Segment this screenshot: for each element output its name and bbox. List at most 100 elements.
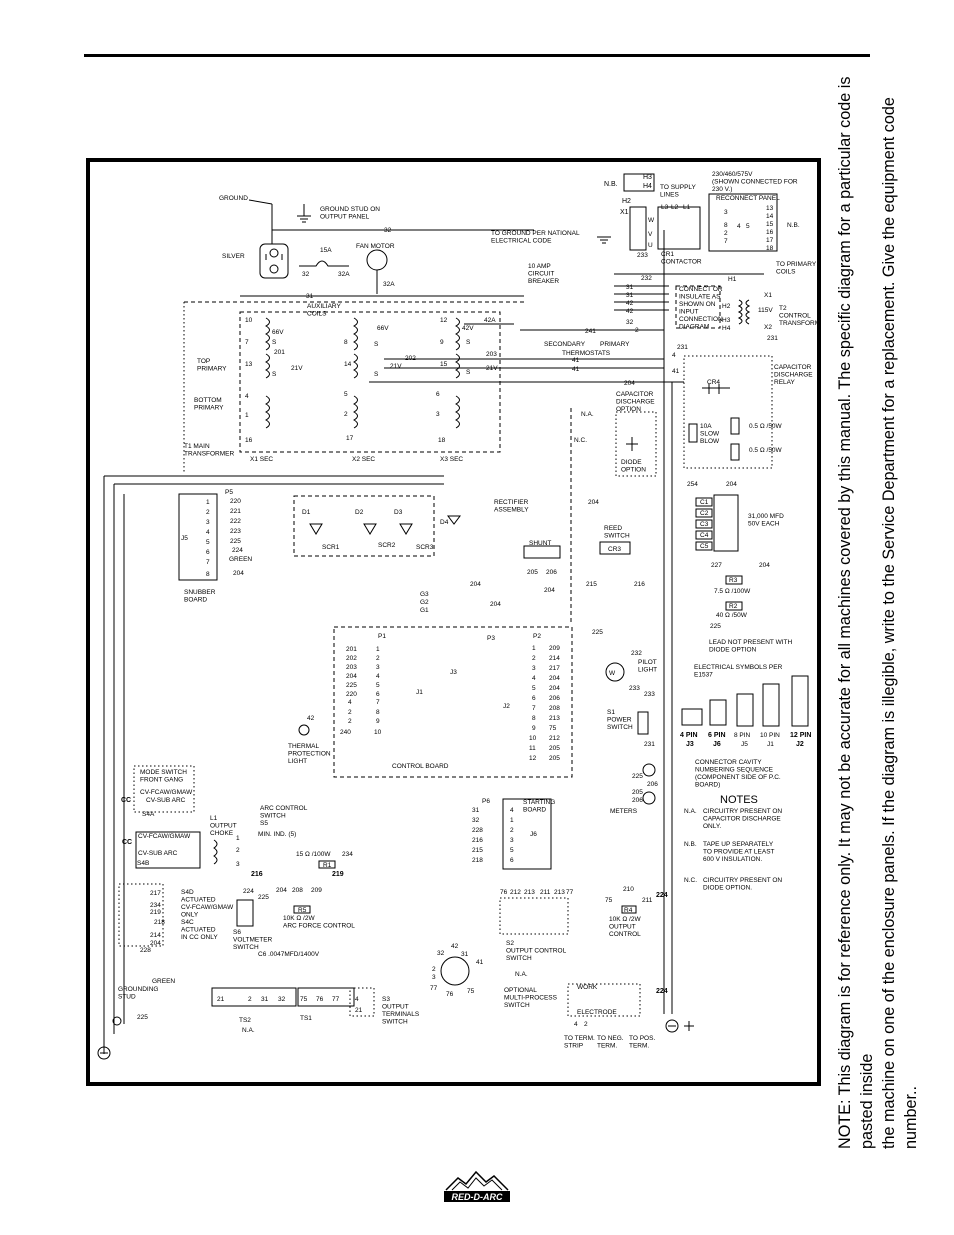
svg-text:SCR3: SCR3 [416, 544, 434, 551]
svg-text:21V: 21V [486, 365, 498, 372]
svg-text:S: S [466, 369, 471, 376]
res-05b-label: 0.5 Ω /50W [749, 447, 783, 454]
svg-text:75: 75 [300, 996, 308, 1003]
s4b-label: S4B [137, 860, 149, 867]
capacitor-bank: C1 C2 C3 C4 C5 [695, 494, 739, 552]
svg-text:H3: H3 [643, 174, 652, 181]
svg-text:X1: X1 [764, 292, 772, 299]
neg-output-terminal [665, 1019, 679, 1033]
output-control-switch [499, 897, 569, 935]
svg-text:3: 3 [724, 209, 728, 216]
svg-text:L3: L3 [661, 204, 669, 211]
svg-text:208: 208 [549, 705, 560, 712]
svg-text:75: 75 [467, 988, 475, 995]
svg-text:J3: J3 [450, 669, 457, 676]
to-pos-term-label: TO POS.TERM. [629, 1035, 655, 1049]
svg-text:232: 232 [631, 650, 642, 657]
shunt [523, 545, 561, 559]
svg-text:2: 2 [248, 996, 252, 1003]
svg-text:76: 76 [500, 889, 508, 896]
svg-text:31: 31 [461, 951, 469, 958]
svg-text:76: 76 [316, 996, 324, 1003]
svg-text:8: 8 [206, 571, 210, 578]
diode-option-box [615, 411, 657, 477]
svg-text:G1: G1 [420, 607, 429, 614]
svg-text:J2: J2 [796, 741, 804, 748]
green-label: GREEN [152, 978, 175, 985]
svg-text:254: 254 [687, 481, 698, 488]
svg-text:16: 16 [245, 437, 253, 444]
svg-text:42: 42 [307, 715, 315, 722]
svg-text:13: 13 [766, 205, 774, 212]
svg-text:SCR2: SCR2 [378, 542, 396, 549]
svg-text:V: V [648, 231, 653, 238]
svg-text:G2: G2 [420, 599, 429, 606]
svg-text:216: 216 [251, 871, 263, 878]
svg-text:222: 222 [230, 518, 241, 525]
svg-text:66V: 66V [272, 329, 284, 336]
svg-text:223: 223 [230, 528, 241, 535]
svg-text:5: 5 [344, 391, 348, 398]
electrode-label: ELECTRODE [577, 1009, 617, 1016]
conn-10pin: 10 PIN [760, 732, 780, 739]
svg-text:S: S [272, 339, 277, 346]
svg-text:13: 13 [245, 361, 253, 368]
svg-text:8: 8 [376, 709, 380, 716]
svg-text:205: 205 [527, 569, 538, 576]
wire-224-label-2: 224 [656, 988, 668, 995]
conn-4pin: 4 PIN [680, 732, 698, 739]
svg-text:31: 31 [306, 293, 314, 300]
svg-text:32: 32 [437, 950, 445, 957]
svg-text:7: 7 [376, 699, 380, 706]
svg-text:206: 206 [546, 569, 557, 576]
svg-text:W: W [648, 217, 655, 224]
multiprocess-rotary [440, 956, 470, 986]
svg-text:76: 76 [446, 991, 454, 998]
svg-text:6: 6 [532, 695, 536, 702]
svg-text:U: U [648, 242, 653, 249]
r1-value: 15 Ω /100W [296, 851, 331, 858]
svg-text:3: 3 [432, 974, 436, 981]
svg-text:225: 225 [592, 629, 603, 636]
svg-text:224: 224 [232, 547, 243, 554]
cv-sub-label-2: CV-SUB ARC [138, 850, 178, 857]
svg-text:5: 5 [532, 685, 536, 692]
svg-text:P2: P2 [533, 633, 541, 640]
min-ind-label: MIN. IND. (5) [258, 831, 296, 838]
svg-text:220: 220 [230, 498, 241, 505]
svg-text:2: 2 [344, 411, 348, 418]
t2-label: T2CONTROLTRANSFORMER [779, 305, 817, 327]
svg-text:G3: G3 [420, 591, 429, 598]
svg-text:P3: P3 [487, 635, 495, 642]
svg-text:6: 6 [376, 691, 380, 698]
reconnect-panel [708, 193, 778, 252]
svg-text:204: 204 [276, 887, 287, 894]
svg-text:10: 10 [529, 735, 537, 742]
svg-text:221: 221 [230, 508, 241, 515]
svg-text:204: 204 [726, 481, 737, 488]
svg-text:32: 32 [626, 319, 634, 326]
fan-motor-label: FAN MOTOR [356, 243, 395, 250]
r2-label: R2 [729, 603, 738, 610]
svg-text:77: 77 [430, 985, 438, 992]
ground-symbol-2 [597, 236, 611, 244]
c6-label: C6 .0047MFD/1400V [258, 951, 320, 958]
svg-text:P1: P1 [378, 633, 386, 640]
svg-text:C3: C3 [700, 521, 709, 528]
svg-text:18: 18 [438, 437, 446, 444]
svg-text:204: 204 [150, 940, 161, 947]
svg-text:41: 41 [476, 959, 484, 966]
